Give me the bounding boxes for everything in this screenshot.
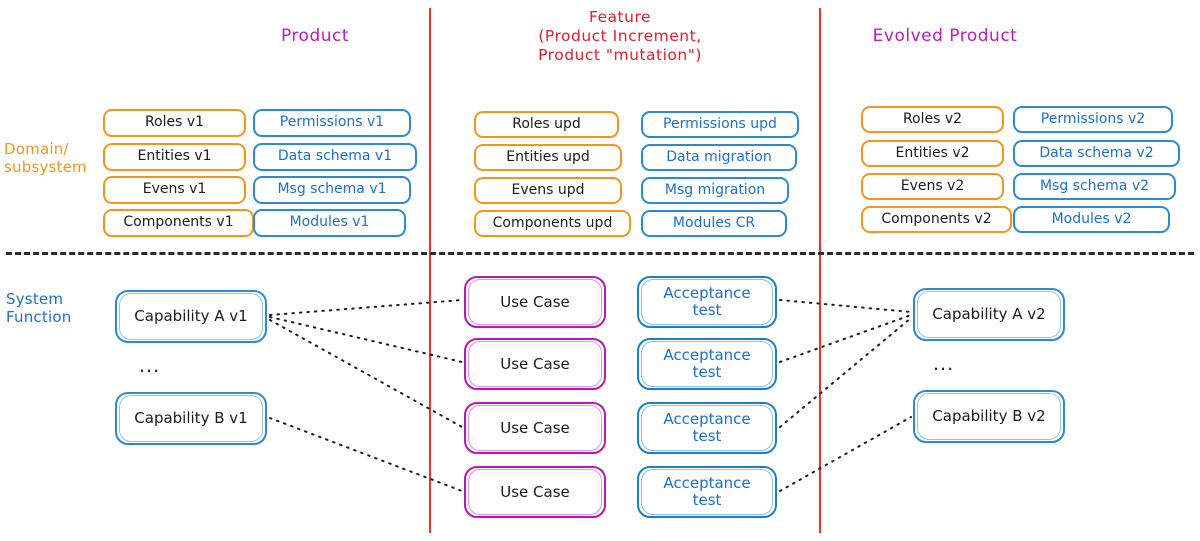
node-product-evens[interactable]: Evens v1 [103, 176, 246, 204]
node-feature-msg-migration[interactable]: Msg migration [641, 177, 789, 204]
node-evolved-evens[interactable]: Evens v2 [861, 173, 1004, 200]
node-product-entities[interactable]: Entities v1 [103, 143, 246, 171]
connector-at3-capa2 [779, 317, 912, 428]
node-feature-evens-upd[interactable]: Evens upd [474, 177, 622, 204]
row-label-system-function: System Function [6, 290, 72, 327]
node-evolved-msg-schema[interactable]: Msg schema v2 [1013, 173, 1176, 200]
node-evolved-modules[interactable]: Modules v2 [1013, 206, 1170, 233]
node-feature-modules-cr[interactable]: Modules CR [641, 210, 787, 237]
node-product-modules[interactable]: Modules v1 [253, 209, 406, 237]
node-evolved-components[interactable]: Components v2 [861, 206, 1012, 233]
node-product-data-schema[interactable]: Data schema v1 [253, 143, 417, 171]
node-use-case-2[interactable]: Use Case [464, 338, 606, 390]
node-acceptance-test-2[interactable]: Acceptance test [637, 338, 777, 390]
connector-capa-uc2 [269, 316, 463, 363]
node-product-msg-schema[interactable]: Msg schema v1 [253, 176, 411, 204]
node-product-permissions[interactable]: Permissions v1 [253, 109, 411, 137]
row-label-domain-subsystem: Domain/ subsystem [4, 140, 87, 177]
node-evolved-entities[interactable]: Entities v2 [861, 140, 1004, 167]
node-acceptance-test-1[interactable]: Acceptance test [637, 276, 777, 328]
connector-at4-capb2 [779, 416, 912, 492]
vertical-divider-left [429, 8, 431, 533]
ellipsis-evolved-capabilities: ... [933, 353, 955, 375]
connector-at1-capa2 [779, 299, 912, 313]
column-title-feature: Feature (Product Increment, Product "mut… [538, 8, 702, 64]
node-feature-data-migration[interactable]: Data migration [641, 144, 797, 171]
node-evolved-roles[interactable]: Roles v2 [861, 106, 1004, 133]
node-use-case-3[interactable]: Use Case [464, 402, 606, 454]
column-title-evolved-product: Evolved Product [872, 26, 1018, 46]
vertical-divider-right [819, 8, 821, 533]
node-feature-roles-upd[interactable]: Roles upd [474, 111, 619, 138]
node-capability-a-v2[interactable]: Capability A v2 [913, 288, 1065, 341]
connector-capb-uc4 [269, 417, 463, 492]
node-capability-a-v1[interactable]: Capability A v1 [115, 290, 267, 343]
connector-capa-uc3 [269, 319, 463, 428]
node-use-case-4[interactable]: Use Case [464, 466, 606, 518]
ellipsis-product-capabilities: ... [139, 355, 161, 377]
node-acceptance-test-3[interactable]: Acceptance test [637, 402, 777, 454]
node-acceptance-test-4[interactable]: Acceptance test [637, 466, 777, 518]
node-feature-components-upd[interactable]: Components upd [474, 210, 631, 237]
node-capability-b-v1[interactable]: Capability B v1 [115, 392, 267, 445]
connector-capa-uc1 [269, 299, 463, 316]
horizontal-dashed-divider [6, 252, 1194, 255]
node-evolved-permissions[interactable]: Permissions v2 [1013, 106, 1173, 133]
node-capability-b-v2[interactable]: Capability B v2 [913, 390, 1065, 443]
node-use-case-1[interactable]: Use Case [464, 276, 606, 328]
connector-at2-capa2 [779, 314, 912, 363]
node-product-roles[interactable]: Roles v1 [103, 109, 246, 137]
node-product-components[interactable]: Components v1 [103, 209, 254, 237]
node-evolved-data-schema[interactable]: Data schema v2 [1013, 140, 1180, 167]
node-feature-entities-upd[interactable]: Entities upd [474, 144, 622, 171]
column-title-product: Product [280, 26, 350, 46]
node-feature-permissions-upd[interactable]: Permissions upd [641, 111, 799, 138]
